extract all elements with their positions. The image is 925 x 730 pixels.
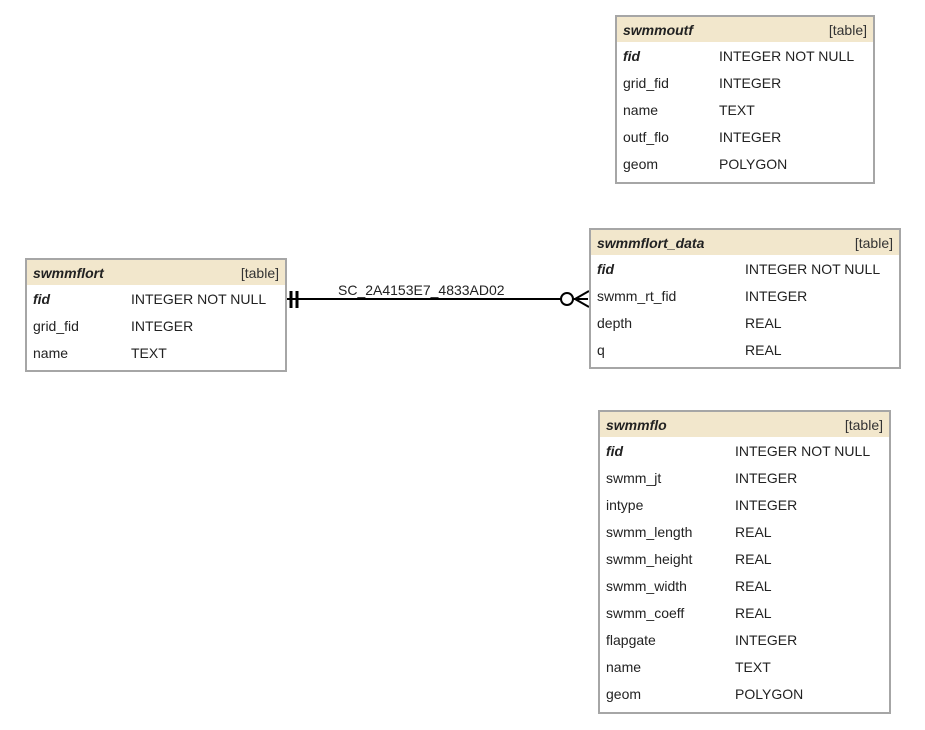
table-name: swmmoutf xyxy=(623,21,693,38)
field-name: name xyxy=(606,658,642,675)
field-row: swmm_height REAL xyxy=(600,545,889,572)
field-name: geom xyxy=(623,155,659,172)
field-name: intype xyxy=(606,496,644,513)
field-type: REAL xyxy=(735,577,772,594)
field-type: INTEGER NOT NULL xyxy=(719,47,855,64)
field-row: swmm_length REAL xyxy=(600,518,889,545)
field-name: swmm_rt_fid xyxy=(597,287,677,304)
field-name: q xyxy=(597,341,605,358)
table-header: swmmflort [table] xyxy=(27,260,285,285)
field-name: fid xyxy=(33,290,51,307)
field-name: name xyxy=(33,344,69,361)
field-row: geom POLYGON xyxy=(617,150,873,177)
field-row: name TEXT xyxy=(27,339,285,366)
field-type: INTEGER xyxy=(719,74,782,91)
zero-marker-circle xyxy=(560,292,574,306)
field-row: grid_fid INTEGER xyxy=(27,312,285,339)
field-name: swmm_width xyxy=(606,577,687,594)
field-row: grid_fid INTEGER xyxy=(617,69,873,96)
field-row: intype INTEGER xyxy=(600,491,889,518)
field-type: INTEGER xyxy=(735,631,798,648)
field-name: outf_flo xyxy=(623,128,669,145)
table-header: swmmflo [table] xyxy=(600,412,889,437)
field-row: fid INTEGER NOT NULL xyxy=(617,42,873,69)
field-type: POLYGON xyxy=(735,685,804,702)
field-name: geom xyxy=(606,685,642,702)
table-kind: [table] xyxy=(844,416,883,433)
field-name: fid xyxy=(606,442,624,459)
field-name: grid_fid xyxy=(623,74,669,91)
field-name: swmm_jt xyxy=(606,469,662,486)
field-type: REAL xyxy=(735,550,772,567)
field-row: swmm_width REAL xyxy=(600,572,889,599)
table-swmmoutf[interactable]: swmmoutf [table] fid INTEGER NOT NULL gr… xyxy=(615,15,875,184)
field-row: flapgate INTEGER xyxy=(600,626,889,653)
field-type: INTEGER NOT NULL xyxy=(131,290,267,307)
field-row: fid INTEGER NOT NULL xyxy=(591,255,899,282)
field-type: INTEGER xyxy=(735,496,798,513)
field-row: fid INTEGER NOT NULL xyxy=(27,285,285,312)
field-row: swmm_rt_fid INTEGER xyxy=(591,282,899,309)
field-name: grid_fid xyxy=(33,317,79,334)
field-row: swmm_coeff REAL xyxy=(600,599,889,626)
field-type: INTEGER NOT NULL xyxy=(745,260,881,277)
table-header: swmmflort_data [table] xyxy=(591,230,899,255)
field-type: TEXT xyxy=(131,344,167,361)
relationship-label: SC_2A4153E7_4833AD02 xyxy=(338,282,505,298)
field-type: REAL xyxy=(735,523,772,540)
field-name: swmm_length xyxy=(606,523,693,540)
field-type: TEXT xyxy=(735,658,771,675)
field-type: INTEGER NOT NULL xyxy=(735,442,871,459)
field-type: POLYGON xyxy=(719,155,788,172)
field-row: geom POLYGON xyxy=(600,680,889,707)
field-type: TEXT xyxy=(719,101,755,118)
field-row: name TEXT xyxy=(617,96,873,123)
field-name: fid xyxy=(623,47,641,64)
table-kind: [table] xyxy=(828,21,867,38)
field-name: swmm_height xyxy=(606,550,693,567)
table-kind: [table] xyxy=(854,234,893,251)
table-name: swmmflo xyxy=(606,416,667,433)
table-name: swmmflort_data xyxy=(597,234,705,251)
field-row: outf_flo INTEGER xyxy=(617,123,873,150)
table-swmmflort-data[interactable]: swmmflort_data [table] fid INTEGER NOT N… xyxy=(589,228,901,369)
field-type: INTEGER xyxy=(131,317,194,334)
field-row: q REAL xyxy=(591,336,899,363)
field-row: fid INTEGER NOT NULL xyxy=(600,437,889,464)
field-type: INTEGER xyxy=(719,128,782,145)
field-name: depth xyxy=(597,314,633,331)
field-row: swmm_jt INTEGER xyxy=(600,464,889,491)
table-swmmflo[interactable]: swmmflo [table] fid INTEGER NOT NULL swm… xyxy=(598,410,891,714)
field-type: INTEGER xyxy=(745,287,808,304)
field-type: REAL xyxy=(745,341,782,358)
crowfoot-upper xyxy=(574,290,590,300)
table-name: swmmflort xyxy=(33,264,104,281)
table-swmmflort[interactable]: swmmflort [table] fid INTEGER NOT NULL g… xyxy=(25,258,287,372)
field-row: depth REAL xyxy=(591,309,899,336)
crowfoot-lower xyxy=(574,298,590,308)
field-type: REAL xyxy=(735,604,772,621)
field-type: INTEGER xyxy=(735,469,798,486)
field-name: name xyxy=(623,101,659,118)
field-name: fid xyxy=(597,260,615,277)
table-kind: [table] xyxy=(240,264,279,281)
field-row: name TEXT xyxy=(600,653,889,680)
table-header: swmmoutf [table] xyxy=(617,17,873,42)
field-type: REAL xyxy=(745,314,782,331)
field-name: flapgate xyxy=(606,631,656,648)
field-name: swmm_coeff xyxy=(606,604,685,621)
